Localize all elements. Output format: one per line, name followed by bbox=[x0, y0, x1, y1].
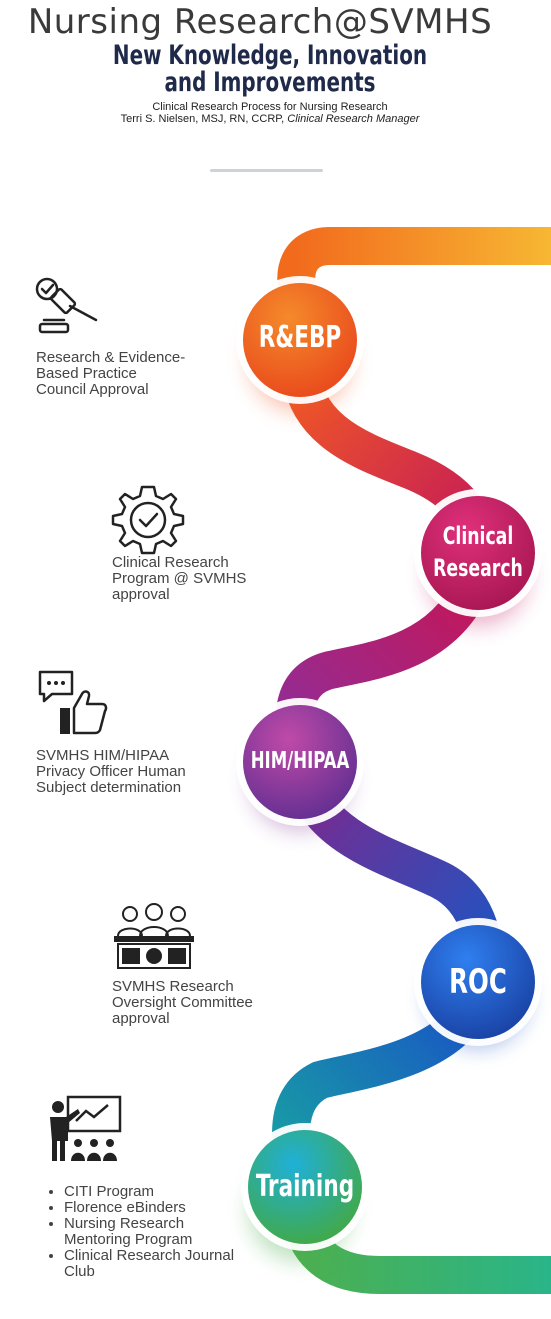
list-item: CITI Program bbox=[64, 1184, 254, 1200]
step-desc-him-hipaa: SVMHS HIM/HIPAA Privacy Officer Human Su… bbox=[36, 748, 186, 796]
step-circle-roc bbox=[414, 918, 542, 1046]
step-desc-clinical: Clinical Research Program @ SVMHS approv… bbox=[112, 555, 246, 603]
page-title: Nursing Research@SVMHS bbox=[27, 2, 493, 42]
title-divider bbox=[210, 169, 323, 172]
step-circle-rebp bbox=[236, 276, 364, 404]
desc-line: Program @ SVMHS bbox=[112, 570, 247, 587]
step-circle-him-hipaa bbox=[236, 698, 364, 826]
desc-line: approval bbox=[112, 586, 170, 603]
step-circle-clinical-research bbox=[414, 489, 542, 617]
thumbs-up-chat-icon bbox=[38, 670, 108, 735]
step-label-training: Training bbox=[255, 1169, 355, 1204]
step-circle-training bbox=[241, 1123, 369, 1251]
byline-author: Terri S. Nielsen, MSJ, RN, CCRP, Clinica… bbox=[40, 113, 500, 125]
step-label-clinical: Clinical Research bbox=[432, 520, 523, 584]
gear-check-icon bbox=[111, 485, 185, 555]
list-item: Clinical Research Journal Club bbox=[64, 1248, 254, 1280]
step-label-clinical-line1: Clinical bbox=[442, 522, 514, 550]
list-item: Nursing Research Mentoring Program bbox=[64, 1216, 254, 1248]
gavel-approval-icon bbox=[35, 277, 98, 334]
desc-line: SVMHS Research bbox=[112, 978, 234, 995]
desc-line: Privacy Officer Human bbox=[36, 763, 186, 780]
list-item: Florence eBinders bbox=[64, 1200, 254, 1216]
training-list: CITI Program Florence eBinders Nursing R… bbox=[48, 1184, 254, 1280]
desc-line: Subject determination bbox=[36, 779, 182, 796]
step-label-roc: ROC bbox=[449, 962, 507, 1002]
desc-line: Clinical Research bbox=[112, 554, 229, 571]
desc-line: Oversight Committee bbox=[112, 994, 253, 1011]
step-desc-rebp: Research & Evidence- Based Practice Coun… bbox=[36, 350, 185, 398]
desc-line: Council Approval bbox=[36, 381, 149, 398]
desc-line: approval bbox=[112, 1010, 170, 1027]
presentation-icon bbox=[50, 1095, 122, 1161]
desc-line: Research & Evidence- bbox=[36, 349, 186, 366]
step-label-rebp: R&EBP bbox=[258, 320, 342, 355]
committee-icon bbox=[114, 903, 194, 969]
byline-role: Clinical Research Manager bbox=[287, 113, 420, 125]
step-desc-roc: SVMHS Research Oversight Committee appro… bbox=[112, 979, 253, 1027]
step-label-him-hipaa: HIM/HIPAA bbox=[250, 748, 350, 774]
byline-name: Terri S. Nielsen, MSJ, RN, CCRP, bbox=[120, 113, 288, 125]
page-subtitle: New Knowledge, Innovation and Improvemen… bbox=[112, 40, 428, 98]
byline-process: Clinical Research Process for Nursing Re… bbox=[152, 101, 388, 113]
step-label-clinical-line2: Research bbox=[433, 554, 523, 582]
desc-line: SVMHS HIM/HIPAA bbox=[36, 747, 170, 764]
desc-line: Based Practice bbox=[36, 365, 137, 382]
